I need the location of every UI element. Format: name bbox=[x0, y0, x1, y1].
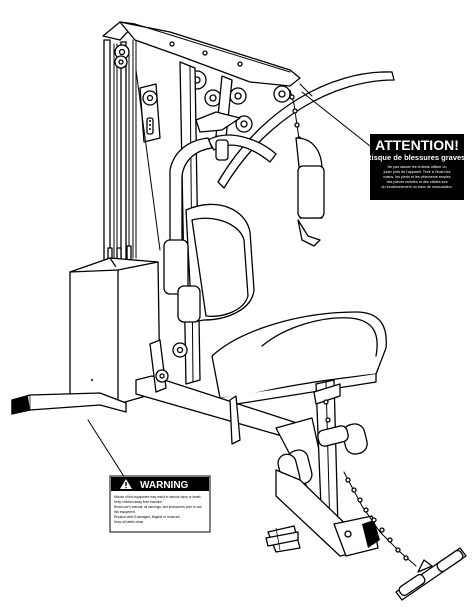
warning-title: WARNING bbox=[140, 480, 189, 491]
warning-body-line: Replace label if damaged, illegible or r… bbox=[114, 515, 180, 519]
weight-stack-tower bbox=[102, 21, 137, 263]
curved-arm bbox=[169, 137, 213, 261]
warning-body-line: Keep children away from machine. bbox=[114, 500, 163, 504]
seat-pad bbox=[211, 311, 387, 407]
attention-label: ATTENTION! Risque de blessures graves! N… bbox=[366, 134, 468, 200]
attention-body-line: Ne pas laisser les enfants utiliser ou bbox=[387, 165, 446, 169]
base-right bbox=[275, 469, 380, 557]
warning-body-line: Read user's manual, all warnings, and in… bbox=[114, 505, 202, 509]
straight-handle bbox=[395, 547, 467, 601]
lower-frame bbox=[135, 339, 341, 533]
attention-body-line: des pièces mobiles et des câbles lors bbox=[386, 180, 447, 184]
label-leader-lines bbox=[87, 91, 371, 487]
attention-body-line: jouer près de l'appareil. Tenir à l'écar… bbox=[383, 170, 451, 174]
low-chain bbox=[343, 471, 417, 567]
warning-label: WARNING Misuse of this equipment may res… bbox=[109, 475, 211, 533]
base-foot-left bbox=[11, 392, 127, 415]
ankle-strap bbox=[265, 525, 301, 553]
backrest-pad bbox=[163, 203, 255, 323]
warning-body-line: this equipment. bbox=[114, 510, 136, 514]
attention-title: ATTENTION! bbox=[375, 137, 459, 153]
warning-body-line: Keep all labels clean. bbox=[114, 520, 144, 524]
press-arm bbox=[207, 134, 325, 247]
warning-body-line: Misuse of this equipment may result in s… bbox=[114, 495, 201, 499]
attention-subtitle: Risque de blessures graves! bbox=[366, 153, 468, 162]
attention-body-line: mains, les pieds et les vêtements amples bbox=[383, 175, 450, 179]
attention-body-line: du fonctionnement du banc de musculation… bbox=[381, 185, 452, 189]
